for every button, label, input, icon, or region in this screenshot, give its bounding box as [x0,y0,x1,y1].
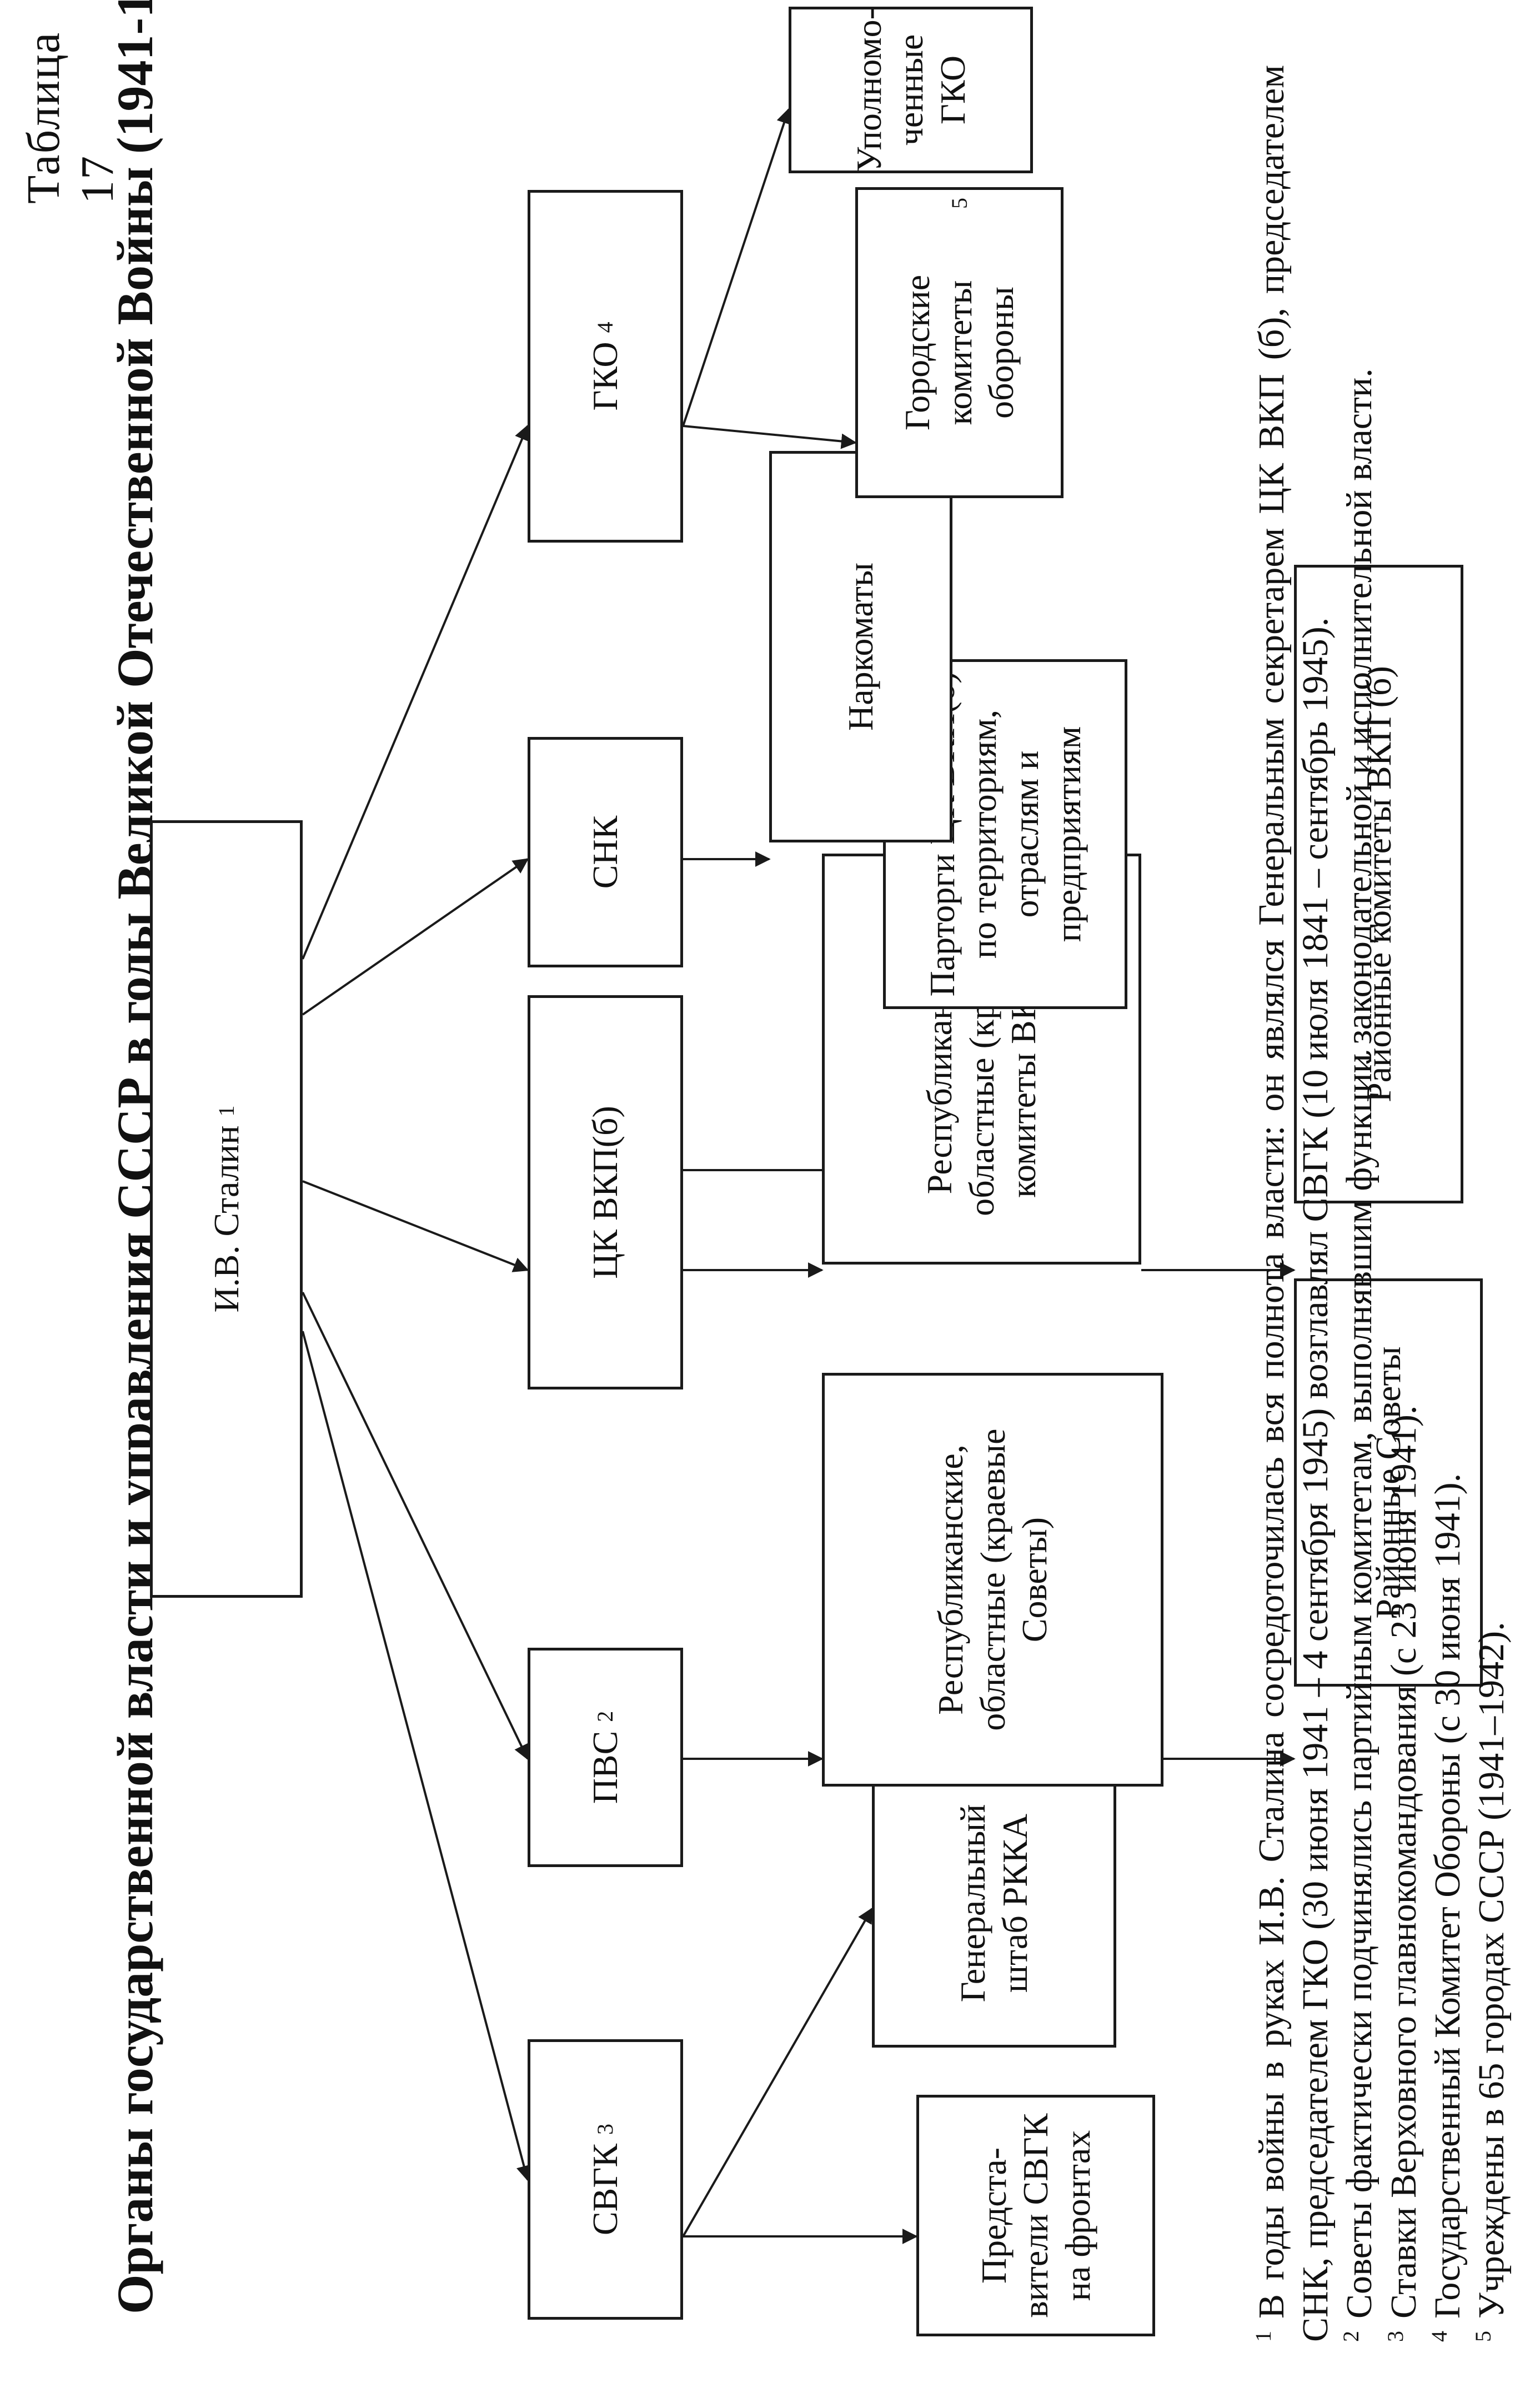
footnote: 3Ставки Верховного главнокомандования (с… [1382,1405,1424,2342]
stalin-box: И.В. Сталин 1 [150,820,303,1598]
predstav-box: Предста-вители СВГК на фронтах [916,2095,1155,2336]
genshtab-box: Генеральный штаб РККА [872,1759,1116,2048]
footnote: 2Советы фактически подчинялись партийным… [1338,368,1380,2342]
ck-box: ЦК ВКП(б) [528,995,683,1389]
upoln-gko-box: Уполномо-ченные ГКО [789,7,1033,173]
arrow-stalin-snk [302,858,529,1016]
arrow-stalin-gko [302,424,530,960]
arrow-svgk-genshtab [682,1907,873,2237]
arrow-stalin-pvs [302,1292,529,1760]
svgk-box: СВГК 3 [528,2039,683,2320]
arrow-stalin-ck [302,1180,529,1272]
footnote: 1В годы войны в руках И.В. Сталина сосре… [1251,65,1336,2342]
resp-sovety-box: Республиканские, областные (краевые Сове… [822,1373,1163,1787]
footnotes: 1В годы войны в руках И.В. Сталина сосре… [1250,65,1513,2342]
footnote: 4Государственный Комитет Обороны (с 30 и… [1426,1473,1468,2342]
arrow-gko-gorkom [683,425,857,449]
snk-box: СНК [528,737,683,967]
narkomaty-box: Наркоматы [769,451,952,842]
pvs-box: ПВС 2 [528,1648,683,1867]
footnote: 5Учреждены в 65 городах СССР (1941–1942)… [1470,1622,1512,2342]
gko-box: ГКО 4 [528,190,683,543]
arrow-stalin-svgk [302,1331,532,2181]
gor-komitety-box: Городские комитеты обороны 5 [855,187,1064,498]
arrow-gko-upoln [682,108,792,427]
